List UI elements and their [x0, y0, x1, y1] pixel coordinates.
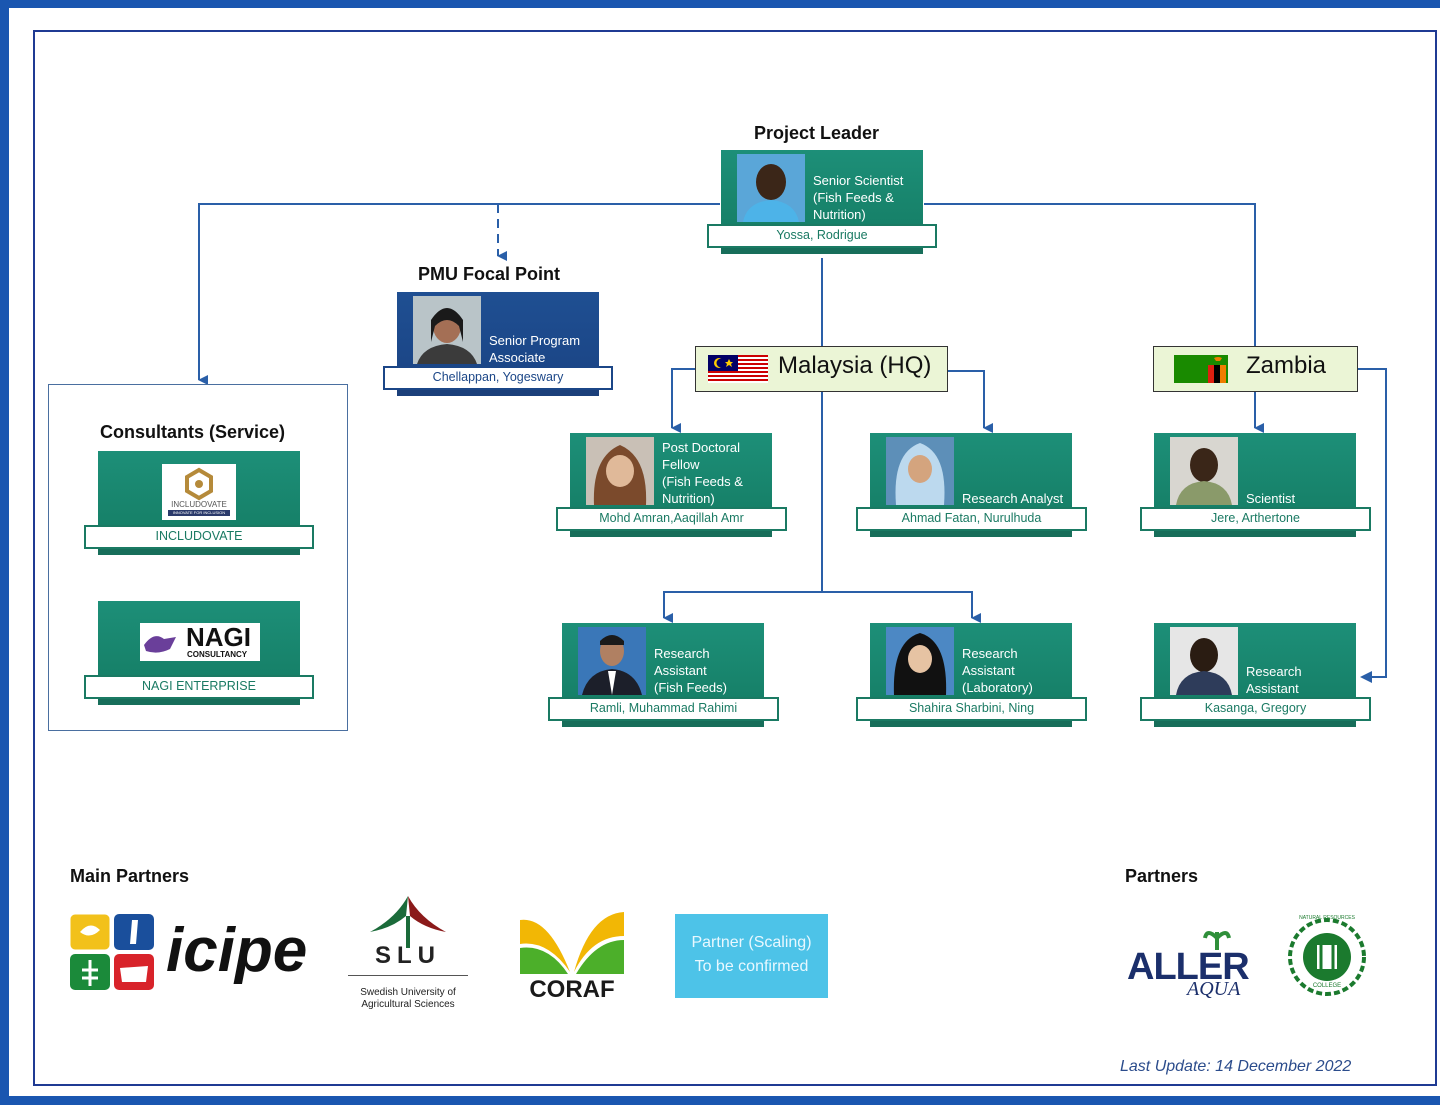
- project-leader-heading: Project Leader: [754, 123, 880, 143]
- portrait-photo-icon: [1170, 437, 1238, 505]
- card-consultant-nagi[interactable]: NAGI CONSULTANCY NAGI ENTERPRISE: [84, 601, 314, 709]
- coraf-logo: CORAF: [518, 910, 626, 1006]
- project-leader-role: Senior Scientist (Fish Feeds & Nutrition…: [813, 173, 904, 222]
- portrait-photo-icon: [886, 627, 954, 695]
- analyst-role: Research Analyst: [962, 491, 1064, 506]
- scaling-partner-placeholder: Partner (Scaling) To be confirmed: [675, 914, 828, 998]
- card-malaysia-ra-fish[interactable]: Research Assistant (Fish Feeds) Ramli, M…: [548, 623, 779, 731]
- zambia-ra-name: Kasanga, Gregory: [1140, 697, 1371, 721]
- country-zambia[interactable]: Zambia: [1153, 346, 1358, 392]
- portrait-photo-icon: [413, 296, 481, 364]
- pmu-heading: PMU Focal Point: [418, 264, 561, 284]
- analyst-name: Ahmad Fatan, Nurulhuda: [856, 507, 1087, 531]
- ra-fish-role: Research Assistant (Fish Feeds): [654, 646, 727, 695]
- nagi-logo: NAGI CONSULTANCY: [140, 623, 260, 661]
- card-consultant-includovate[interactable]: INCLUDOVATE INNOVATE FOR INCLUSION INCLU…: [84, 451, 314, 559]
- includovate-logo: INCLUDOVATE INNOVATE FOR INCLUSION: [162, 464, 236, 520]
- chart-frame: [33, 30, 1437, 1086]
- last-update-text: Last Update: 14 December 2022: [1120, 1058, 1352, 1075]
- card-project-leader[interactable]: Senior Scientist (Fish Feeds & Nutrition…: [707, 150, 937, 258]
- malaysia-flag-icon: [708, 355, 768, 383]
- card-malaysia-postdoc[interactable]: Post Doctoral Fellow (Fish Feeds & Nutri…: [556, 433, 787, 541]
- slu-logo: SLU Swedish University of Agricultural S…: [348, 892, 468, 1017]
- zambia-flag-icon: [1174, 355, 1228, 383]
- consultant-includovate-name: INCLUDOVATE: [84, 525, 314, 549]
- portrait-photo-icon: [737, 154, 805, 222]
- zambia-ra-role: Research Assistant: [1246, 664, 1302, 696]
- card-pmu[interactable]: Senior Program Associate Chellappan, Yog…: [383, 292, 613, 400]
- country-malaysia[interactable]: Malaysia (HQ): [695, 346, 948, 392]
- portrait-photo-icon: [886, 437, 954, 505]
- card-zambia-ra[interactable]: Research Assistant Kasanga, Gregory: [1140, 623, 1371, 731]
- pmu-role: Senior Program Associate: [489, 333, 581, 365]
- ra-fish-name: Ramli, Muhammad Rahimi: [548, 697, 779, 721]
- zambia-label: Zambia: [1246, 352, 1327, 379]
- project-leader-name: Yossa, Rodrigue: [707, 224, 937, 248]
- malaysia-label: Malaysia (HQ): [778, 352, 932, 379]
- card-malaysia-ra-lab[interactable]: Research Assistant (Laboratory) Shahira …: [856, 623, 1087, 731]
- consultants-box: [48, 384, 348, 731]
- aller-aqua-logo: ALLER AQUA: [1127, 924, 1257, 1002]
- portrait-photo-icon: [586, 437, 654, 505]
- ra-lab-name: Shahira Sharbini, Ning: [856, 697, 1087, 721]
- nrdc-logo: NATURAL RESOURCES DEVELOPMENT COLLEGE: [1287, 915, 1367, 997]
- partners-heading: Partners: [1125, 866, 1199, 886]
- postdoc-role: Post Doctoral Fellow (Fish Feeds & Nutri…: [662, 440, 743, 506]
- portrait-photo-icon: [578, 627, 646, 695]
- portrait-photo-icon: [1170, 627, 1238, 695]
- scientist-name: Jere, Arthertone: [1140, 507, 1371, 531]
- ra-lab-role: Research Assistant (Laboratory): [962, 646, 1033, 695]
- card-zambia-scientist[interactable]: Scientist Jere, Arthertone: [1140, 433, 1371, 541]
- consultants-heading: Consultants (Service): [100, 422, 286, 442]
- card-malaysia-analyst[interactable]: Research Analyst Ahmad Fatan, Nurulhuda: [856, 433, 1087, 541]
- consultant-nagi-name: NAGI ENTERPRISE: [84, 675, 314, 699]
- scientist-role: Scientist: [1246, 491, 1296, 506]
- main-partners-heading: Main Partners: [70, 866, 190, 886]
- icipe-logo: icipe: [68, 912, 318, 994]
- pmu-name: Chellappan, Yogeswary: [383, 366, 613, 390]
- postdoc-name: Mohd Amran,Aaqillah Amr: [556, 507, 787, 531]
